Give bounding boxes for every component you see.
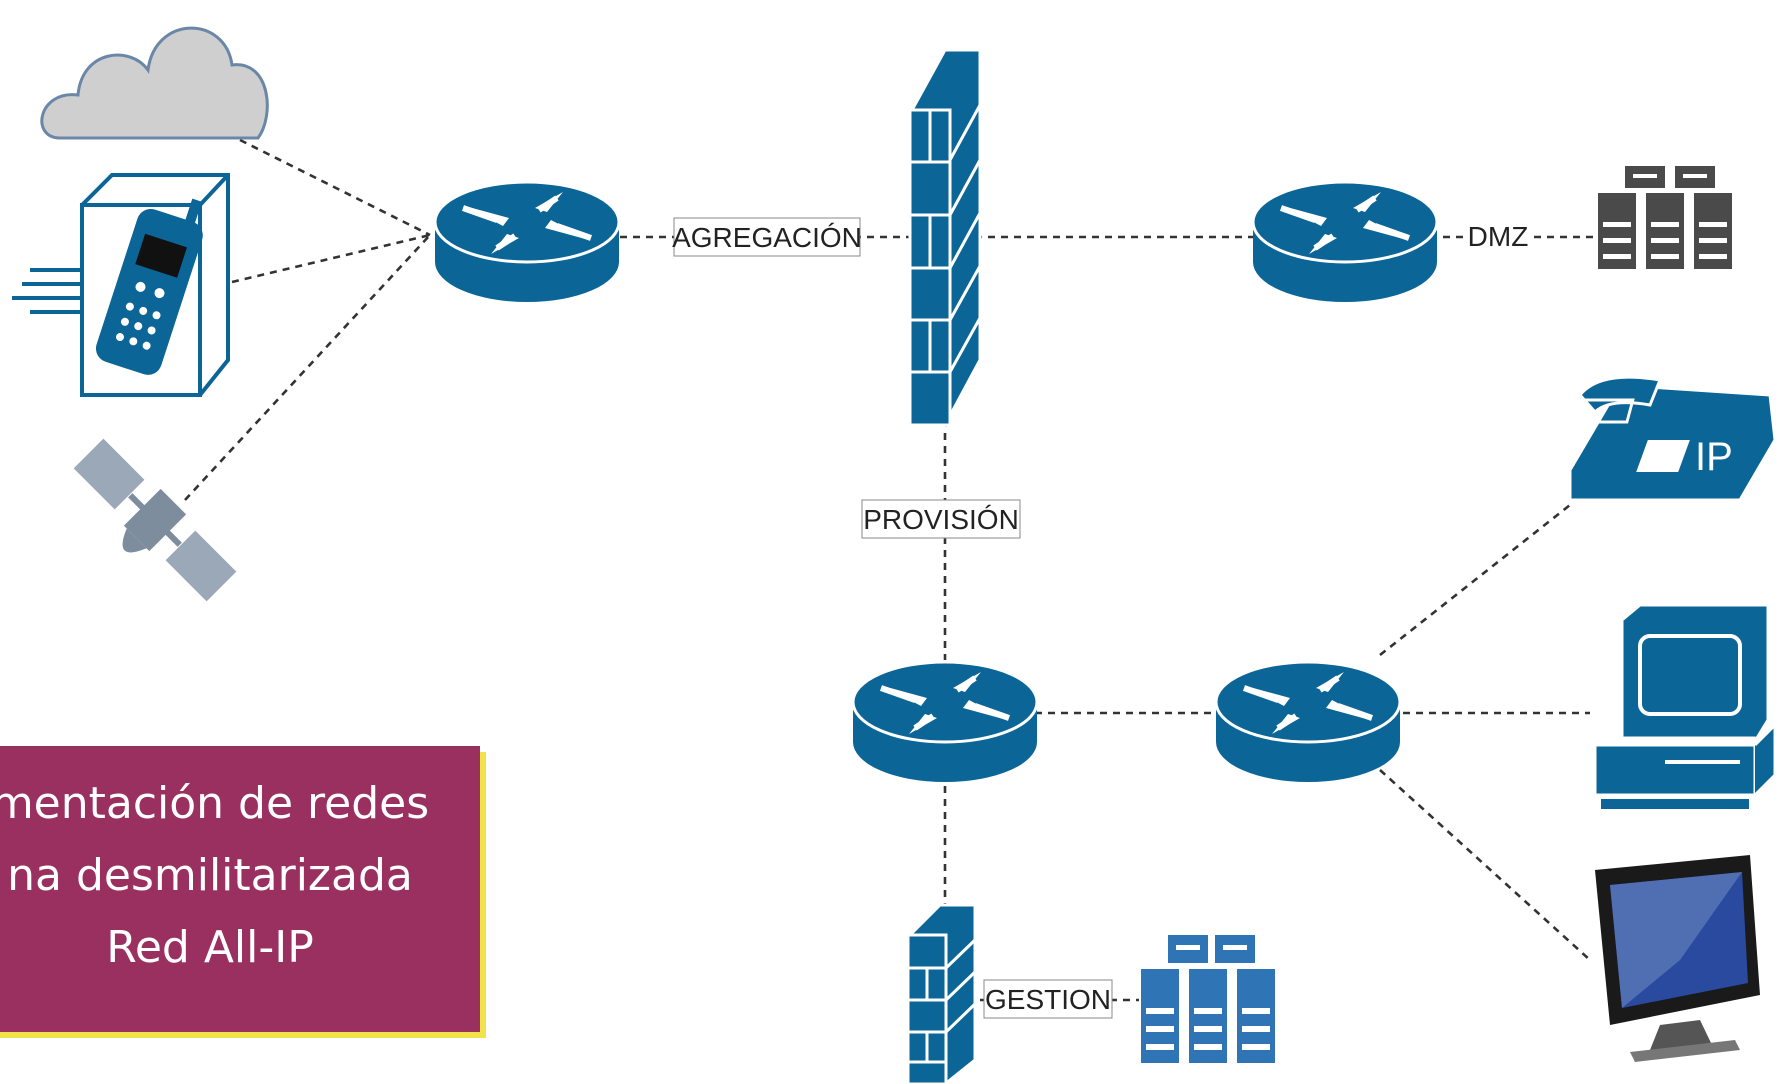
- svg-text:PROVISIÓN: PROVISIÓN: [863, 504, 1019, 535]
- router-icon[interactable]: [1216, 662, 1400, 782]
- firewall-icon[interactable]: [906, 903, 977, 1084]
- cloud-icon: [40, 26, 269, 140]
- caption-line-3: Red All-IP: [106, 922, 314, 973]
- server-icon[interactable]: [1139, 935, 1277, 1065]
- desktop-computer-icon[interactable]: [1593, 603, 1777, 811]
- label-dmz: DMZ: [1466, 218, 1530, 256]
- router-icon[interactable]: [853, 662, 1037, 782]
- caption-box: mentación de redes na desmilitarizada Re…: [0, 746, 480, 1032]
- firewall-icon[interactable]: [908, 48, 982, 430]
- svg-text:AGREGACIÓN: AGREGACIÓN: [672, 222, 862, 253]
- label-agregacion: AGREGACIÓN: [672, 217, 862, 257]
- svg-text:GESTION: GESTION: [985, 984, 1111, 1015]
- caption-line-2: na desmilitarizada: [7, 850, 413, 901]
- caption-line-1: mentación de redes: [0, 778, 430, 829]
- router-icon[interactable]: [435, 182, 619, 302]
- ip-phone-icon[interactable]: IP: [1565, 375, 1777, 502]
- label-provision: PROVISIÓN: [861, 499, 1021, 539]
- satellite-icon: [70, 435, 240, 605]
- router-icon[interactable]: [1253, 182, 1437, 302]
- ip-phone-label: IP: [1695, 435, 1733, 479]
- server-icon[interactable]: [1596, 166, 1734, 271]
- label-gestion: GESTION: [983, 979, 1113, 1019]
- monitor-icon[interactable]: [1595, 855, 1760, 1062]
- svg-text:DMZ: DMZ: [1468, 221, 1529, 252]
- mobile-phone-icon: [12, 173, 230, 397]
